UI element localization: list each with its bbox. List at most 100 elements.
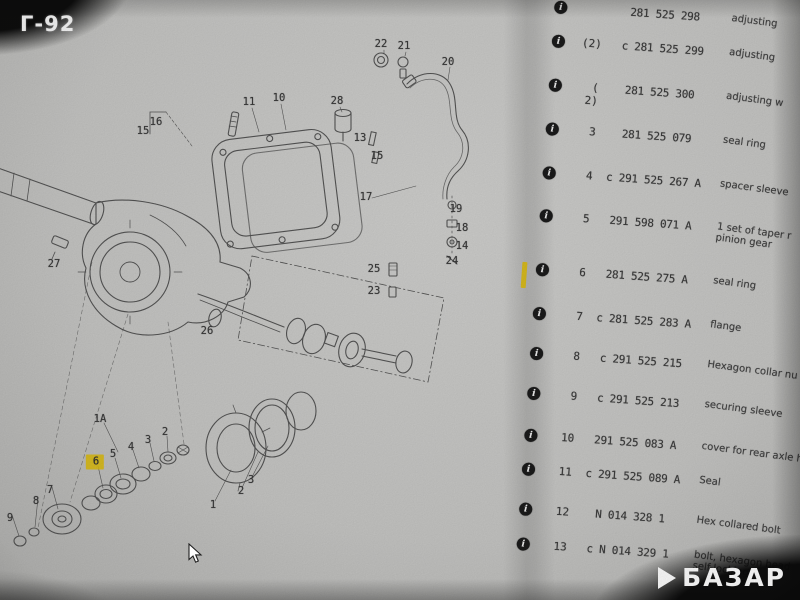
- part-description: adjusting: [728, 46, 776, 64]
- item-number: 4: [585, 169, 594, 183]
- diagram-callout-18: 18: [455, 222, 469, 234]
- item-number: 12: [555, 504, 570, 519]
- diagram-callout-1A: 1A: [93, 413, 107, 425]
- diagram-callout-4: 4: [127, 441, 135, 453]
- part-row: i 4 c 291 525 267 A spacer sleeve: [488, 162, 799, 202]
- item-number: (2): [581, 36, 603, 51]
- info-icon[interactable]: i: [523, 428, 538, 443]
- item-number: 6: [578, 265, 587, 280]
- item-number: 3: [588, 125, 597, 139]
- part-number: 281 525 079: [621, 127, 692, 146]
- info-icon[interactable]: i: [532, 306, 547, 321]
- info-icon[interactable]: i: [548, 78, 563, 93]
- item-number: 13: [553, 539, 568, 554]
- part-row: i 10 291 525 083 A cover for rear axle h: [470, 425, 800, 465]
- info-icon[interactable]: i: [529, 346, 544, 361]
- part-number: N 014 328 1: [594, 507, 666, 526]
- part-number: c 291 525 089 A: [585, 466, 681, 487]
- diagram-callout-3: 3: [144, 434, 152, 446]
- diagram-callout-11: 11: [242, 96, 256, 108]
- diagram-callout-1: 1: [209, 499, 217, 511]
- part-row: i 12 N 014 328 1 Hex collared bolt: [465, 498, 781, 538]
- diagram-callout-13: 13: [353, 132, 367, 144]
- part-number: 281 525 275 A: [605, 267, 689, 287]
- part-row: i 7 c 281 525 283 A flange: [478, 303, 789, 343]
- info-icon[interactable]: i: [542, 166, 557, 180]
- diagram-callout-6: 6: [85, 454, 105, 470]
- diagram-callout-8: 8: [32, 495, 40, 507]
- corner-label-text: Г-92: [20, 12, 76, 36]
- info-icon[interactable]: i: [518, 502, 533, 517]
- info-icon[interactable]: i: [545, 122, 560, 137]
- diagram-callout-10: 10: [272, 92, 286, 104]
- item-number: 10: [560, 430, 575, 445]
- diagram-callout-2: 2: [161, 426, 169, 438]
- item-number: [579, 2, 605, 4]
- highlight-mark: [520, 261, 528, 289]
- part-description: Hex collared bolt: [695, 514, 782, 537]
- part-number: 291 598 071 A: [609, 213, 692, 233]
- diagram-callout-26: 26: [200, 325, 214, 337]
- watermark-triangle-icon: [658, 566, 677, 589]
- diagram-callout-27: 27: [47, 258, 61, 270]
- diagram-callout-3: 3: [247, 474, 255, 486]
- info-icon[interactable]: i: [526, 386, 541, 401]
- diagram-callout-15: 15: [370, 150, 384, 162]
- diagram-callout-15: 15: [136, 125, 150, 137]
- info-icon[interactable]: i: [551, 34, 566, 49]
- diagram-callout-22: 22: [374, 38, 388, 50]
- diagram-callout-25: 25: [367, 263, 381, 275]
- corner-label: Г-92: [20, 12, 75, 36]
- info-icon[interactable]: i: [516, 537, 531, 552]
- part-number: c 291 525 267 A: [605, 170, 702, 191]
- diagram-callout-16: 16: [149, 116, 163, 128]
- diagram-callout-14: 14: [455, 240, 469, 252]
- part-description: spacer sleeve: [719, 178, 790, 199]
- part-description: cover for rear axle h: [700, 440, 800, 466]
- diagram-callout-17: 17: [359, 191, 373, 203]
- part-row: i 6 281 525 275 A seal ring: [481, 259, 792, 299]
- diagram-callout-7: 7: [46, 484, 54, 496]
- part-description: seal ring: [712, 275, 757, 292]
- item-number: 9: [570, 389, 578, 403]
- part-description: securing sleeve: [703, 398, 784, 421]
- part-number: 281 525 298: [629, 5, 701, 24]
- part-description: flange: [709, 319, 742, 335]
- info-icon[interactable]: i: [539, 208, 554, 223]
- part-description: seal ring: [722, 134, 767, 152]
- part-number: c 281 525 299: [621, 39, 705, 58]
- part-description: adjusting w: [725, 90, 784, 110]
- diagram-callout-23: 23: [367, 285, 381, 297]
- item-number: ( 2): [584, 81, 600, 108]
- item-number: 11: [558, 464, 573, 479]
- part-row: i ( 2) 281 525 300 adjusting w: [494, 75, 800, 115]
- part-number: 291 525 083 A: [593, 433, 677, 453]
- parts-list: i 281 525 298 adjusting i (2) c 281 525 299 ad…: [458, 0, 800, 600]
- part-description: Hexagon collar nu: [706, 359, 799, 382]
- diagram-callout-2: 2: [237, 485, 245, 497]
- part-row: i (2) c 281 525 299 adjusting: [497, 31, 800, 71]
- part-row: i 281 525 298 adjusting: [500, 0, 800, 36]
- info-icon[interactable]: i: [521, 462, 536, 477]
- info-icon[interactable]: i: [535, 262, 550, 277]
- part-number: c N 014 329 1: [586, 542, 669, 561]
- diagram-callout-20: 20: [441, 56, 455, 68]
- part-number: c 281 525 283 A: [595, 311, 692, 331]
- info-icon[interactable]: i: [553, 0, 568, 15]
- item-number: 7: [575, 309, 584, 324]
- part-description: adjusting: [730, 12, 779, 30]
- diagram-callout-19: 19: [449, 203, 463, 215]
- part-number: c 291 525 215: [599, 351, 683, 371]
- watermark: БАЗАР: [658, 563, 786, 592]
- item-number: 5: [582, 211, 591, 226]
- part-row: i 3 281 525 079 seal ring: [491, 118, 800, 158]
- diagram-callout-24: 24: [445, 255, 459, 267]
- part-number: 281 525 300: [624, 83, 695, 102]
